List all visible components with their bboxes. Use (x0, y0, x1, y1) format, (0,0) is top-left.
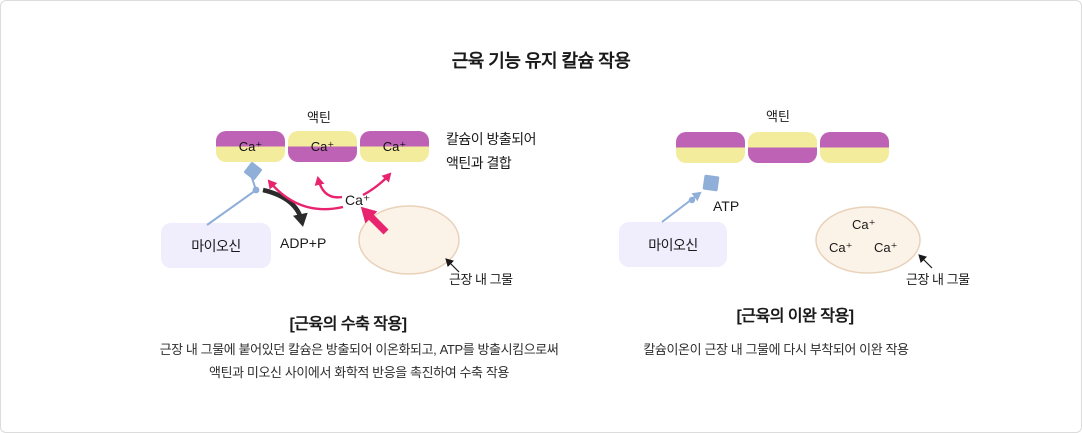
reticulum-label-left: 근장 내 그물 (449, 272, 513, 287)
release-note: 칼슘이 방출되어 액틴과 결합 (446, 127, 537, 175)
myosin-label-right: 마이오신 (648, 236, 698, 253)
calcium-ion-label: Ca⁺ (829, 240, 853, 255)
actin-block (676, 132, 745, 163)
actin-block (748, 132, 817, 163)
caption-contraction: [근육의 수축 작용] (289, 316, 407, 333)
calcium-ion-label-left: Ca⁺ (345, 192, 371, 208)
caption-relaxation: [근육의 이완 작용] (736, 308, 854, 325)
myosin-joint-dot-left (252, 186, 260, 194)
atp-label: ATP (713, 198, 740, 214)
page-title: 근육 기능 유지 칼슘 작용 (451, 51, 631, 71)
actin-block: Ca⁺ (216, 131, 285, 162)
release-note-line1: 칼슘이 방출되어 (446, 131, 537, 147)
calcium-ion-label: Ca⁺ (874, 240, 898, 255)
actin-block (820, 132, 889, 163)
calcium-bound-label: Ca⁺ (238, 138, 263, 154)
description-line: 근장 내 그물에 붙어있던 칼슘은 방출되어 이온화되고, ATP를 방출시킴으… (159, 342, 559, 357)
calcium-bound-label: Ca⁺ (382, 138, 407, 154)
sarcoplasmic-reticulum-ellipse-left (358, 205, 460, 275)
calcium-arrow-to-block2 (314, 176, 343, 199)
actin-filament-left: Ca⁺ Ca⁺ Ca⁺ (216, 131, 429, 162)
adp-release-arrow (262, 187, 308, 227)
calcium-release-arrow (360, 206, 389, 235)
actin-block: Ca⁺ (360, 131, 429, 162)
myosin-joint-dot-right (688, 196, 696, 204)
actin-label-left: 액틴 (307, 110, 331, 125)
calcium-ion-label: Ca⁺ (852, 217, 876, 232)
reticulum-label-right: 근장 내 그물 (906, 272, 970, 287)
myosin-box-left: 마이오신 (161, 223, 271, 268)
release-note-line2: 액틴과 결합 (446, 155, 512, 171)
myosin-stalk-line-right (661, 191, 702, 223)
description-line: 액틴과 미오신 사이에서 화학적 반응을 촉진하여 수축 작용 (209, 365, 509, 380)
actin-filament-right (676, 132, 889, 163)
description-line: 칼슘이온이 근장 내 그물에 다시 부착되어 이완 작용 (643, 342, 909, 357)
myosin-head-square-right (702, 174, 720, 192)
description-relaxation: 칼슘이온이 근장 내 그물에 다시 부착되어 이완 작용 (626, 338, 926, 361)
myosin-stalk-line-left (206, 177, 258, 226)
reticulum-pointer-right (918, 254, 933, 269)
actin-block: Ca⁺ (288, 131, 357, 162)
actin-label-right: 액틴 (766, 109, 790, 124)
myosin-head-diamond-left (244, 162, 262, 180)
calcium-bound-label: Ca⁺ (310, 138, 335, 154)
adp-label: ADP+P (280, 235, 327, 251)
description-contraction: 근장 내 그물에 붙어있던 칼슘은 방출되어 이온화되고, ATP를 방출시킴으… (109, 338, 609, 384)
calcium-arrow-to-block1 (267, 179, 344, 211)
myosin-label-left: 마이오신 (191, 237, 241, 254)
myosin-box-right: 마이오신 (619, 222, 727, 267)
